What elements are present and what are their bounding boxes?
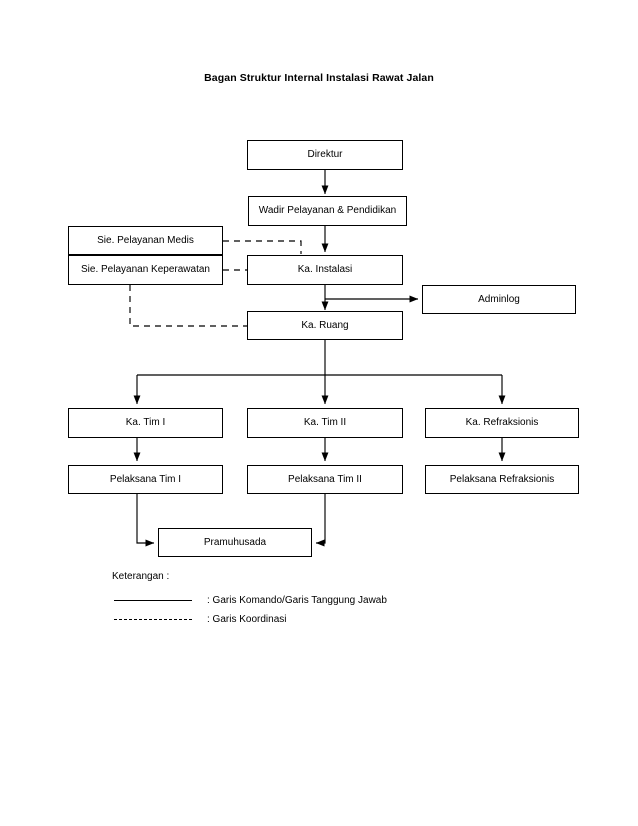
node-ka-refraksionis[interactable]: Ka. Refraksionis	[425, 408, 579, 438]
legend-row-solid: : Garis Komando/Garis Tanggung Jawab	[112, 591, 532, 610]
node-pelaksana-tim-2-label: Pelaksana Tim II	[288, 473, 362, 485]
node-pelaksana-refraksionis[interactable]: Pelaksana Refraksionis	[425, 465, 579, 494]
node-ka-tim-2-label: Ka. Tim II	[303, 417, 347, 429]
node-wadir-label: Wadir Pelayanan & Pendidikan	[258, 205, 397, 217]
wire-pelaksana-2-to-pramuhusada	[315, 494, 326, 547]
node-sie-keperawatan-label: Sie. Pelayanan Keperawatan	[81, 264, 210, 276]
node-ka-refraksionis-label: Ka. Refraksionis	[465, 417, 539, 429]
node-pelaksana-refraksionis-label: Pelaksana Refraksionis	[449, 473, 555, 485]
node-ka-tim-1-label: Ka. Tim I	[125, 417, 166, 429]
wire-coord-medis-to-ka-instalasi	[223, 240, 302, 254]
page-title: Bagan Struktur Internal Instalasi Rawat …	[204, 72, 434, 84]
node-pelaksana-tim-1-label: Pelaksana Tim I	[109, 473, 182, 485]
wire-pelaksana-1-to-pramuhusada	[136, 494, 155, 547]
node-direktur-label: Direktur	[307, 149, 343, 161]
legend-row-dashed: : Garis Koordinasi	[112, 610, 532, 629]
node-adminlog-label: Adminlog	[478, 293, 520, 305]
legend-solid-label: : Garis Komando/Garis Tanggung Jawab	[207, 595, 387, 606]
dashed-line-sample	[114, 619, 192, 620]
node-wadir-pelayanan-pendidikan[interactable]: Wadir Pelayanan & Pendidikan	[248, 196, 407, 226]
wire-coord-keperawatan-to-ka-ruang	[129, 285, 247, 327]
node-ka-ruang-label: Ka. Ruang	[301, 319, 349, 331]
node-pelaksana-tim-2[interactable]: Pelaksana Tim II	[247, 465, 403, 494]
node-ka-tim-2[interactable]: Ka. Tim II	[247, 408, 403, 438]
node-adminlog[interactable]: Adminlog	[422, 285, 576, 314]
legend-dashed-label: : Garis Koordinasi	[207, 614, 287, 625]
node-pramuhusada[interactable]: Pramuhusada	[158, 528, 312, 557]
node-pramuhusada-label: Pramuhusada	[203, 536, 267, 548]
node-pelaksana-tim-1[interactable]: Pelaksana Tim I	[68, 465, 223, 494]
node-direktur[interactable]: Direktur	[247, 140, 403, 170]
node-ka-tim-1[interactable]: Ka. Tim I	[68, 408, 223, 438]
node-ka-instalasi-label: Ka. Instalasi	[297, 264, 353, 276]
legend: Keterangan : : Garis Komando/Garis Tangg…	[112, 571, 532, 629]
solid-line-sample	[114, 600, 192, 601]
legend-heading: Keterangan :	[112, 571, 170, 582]
node-sie-pelayanan-keperawatan[interactable]: Sie. Pelayanan Keperawatan	[68, 255, 223, 285]
node-sie-medis-label: Sie. Pelayanan Medis	[97, 234, 194, 246]
node-ka-ruang[interactable]: Ka. Ruang	[247, 311, 403, 340]
node-ka-instalasi[interactable]: Ka. Instalasi	[247, 255, 403, 285]
node-sie-pelayanan-medis[interactable]: Sie. Pelayanan Medis	[68, 226, 223, 255]
